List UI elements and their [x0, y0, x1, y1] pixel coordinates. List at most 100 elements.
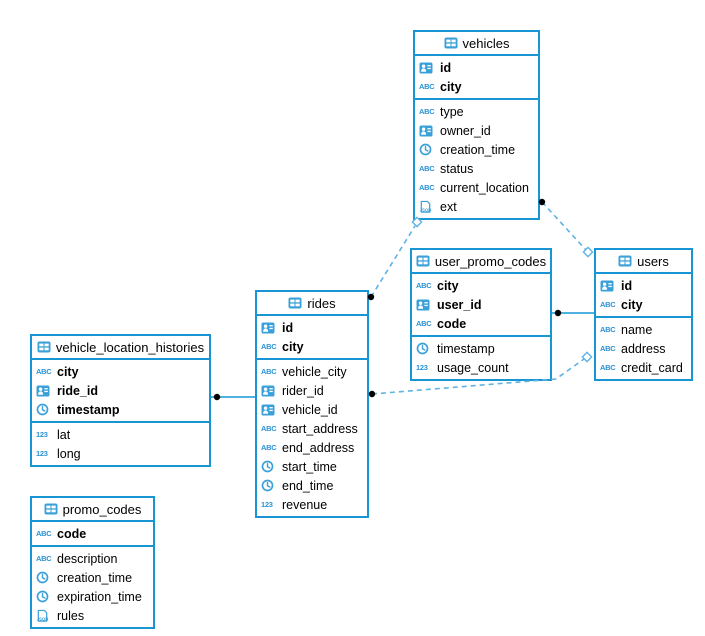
- table-header[interactable]: users: [596, 250, 691, 274]
- field-name: city: [621, 297, 643, 312]
- table-header[interactable]: vehicles: [415, 32, 538, 56]
- field-name: city: [437, 278, 459, 293]
- text-icon: ABC: [36, 528, 52, 538]
- svg-text:JSON: JSON: [420, 207, 432, 212]
- time-icon: [261, 479, 278, 492]
- field-row-creation_time[interactable]: creation_time: [32, 568, 153, 587]
- field-row-rider_id[interactable]: rider_id: [257, 381, 367, 400]
- field-name: city: [440, 79, 462, 94]
- field-row-type[interactable]: ABC type: [415, 102, 538, 121]
- table-title: rides: [307, 295, 336, 311]
- field-row-vehicle_id[interactable]: vehicle_id: [257, 400, 367, 419]
- field-name: long: [57, 446, 81, 461]
- field-row-user_id[interactable]: user_id: [412, 295, 550, 314]
- field-name: revenue: [282, 497, 328, 512]
- table-title: user_promo_codes: [434, 253, 547, 269]
- text-icon: ABC: [600, 343, 616, 353]
- field-name: credit_card: [621, 360, 683, 375]
- field-row-creation_time[interactable]: creation_time: [415, 140, 538, 159]
- field-row-expiration_time[interactable]: expiration_time: [32, 587, 153, 606]
- field-row-end_address[interactable]: ABC end_address: [257, 438, 367, 457]
- field-name: description: [57, 551, 118, 566]
- text-icon: ABC: [419, 182, 435, 192]
- field-row-city[interactable]: ABC city: [412, 276, 550, 295]
- field-name: end_time: [282, 478, 334, 493]
- table-header[interactable]: vehicle_location_histories: [32, 336, 209, 360]
- json-icon: JSON: [419, 200, 436, 214]
- field-name: owner_id: [440, 123, 491, 138]
- field-row-timestamp[interactable]: timestamp: [412, 339, 550, 358]
- time-icon: [261, 460, 278, 473]
- field-row-owner_id[interactable]: owner_id: [415, 121, 538, 140]
- field-name: creation_time: [57, 570, 133, 585]
- number-icon: 123: [36, 429, 48, 439]
- text-icon: ABC: [416, 280, 432, 290]
- field-row-rules[interactable]: JSON rules: [32, 606, 153, 625]
- field-name: name: [621, 322, 653, 337]
- field-row-id[interactable]: id: [596, 276, 691, 295]
- field-name: usage_count: [437, 360, 509, 375]
- table-icon: [37, 341, 51, 353]
- field-row-start_time[interactable]: start_time: [257, 457, 367, 476]
- field-name: end_address: [282, 440, 355, 455]
- field-name: timestamp: [437, 341, 495, 356]
- text-icon: ABC: [419, 106, 435, 116]
- table-header[interactable]: user_promo_codes: [412, 250, 550, 274]
- table-icon: [288, 297, 302, 309]
- text-icon: ABC: [261, 442, 277, 452]
- table-header[interactable]: rides: [257, 292, 367, 316]
- table-icon: [44, 503, 58, 515]
- field-name: rules: [57, 608, 85, 623]
- field-name: id: [282, 320, 294, 335]
- field-row-id[interactable]: id: [415, 58, 538, 77]
- field-row-timestamp[interactable]: timestamp: [32, 400, 209, 419]
- uuid-icon: [419, 62, 436, 74]
- uuid-icon: [36, 385, 53, 397]
- time-icon: [36, 403, 53, 416]
- field-name: city: [57, 364, 79, 379]
- field-row-id[interactable]: id: [257, 318, 367, 337]
- field-row-end_time[interactable]: end_time: [257, 476, 367, 495]
- field-name: user_id: [437, 297, 482, 312]
- table-header[interactable]: promo_codes: [32, 498, 153, 522]
- field-row-ride_id[interactable]: ride_id: [32, 381, 209, 400]
- uuid-icon: [419, 125, 436, 137]
- field-name: vehicle_city: [282, 364, 347, 379]
- uuid-icon: [416, 299, 433, 311]
- field-name: type: [440, 104, 464, 119]
- text-icon: ABC: [261, 423, 277, 433]
- svg-text:JSON: JSON: [37, 616, 49, 621]
